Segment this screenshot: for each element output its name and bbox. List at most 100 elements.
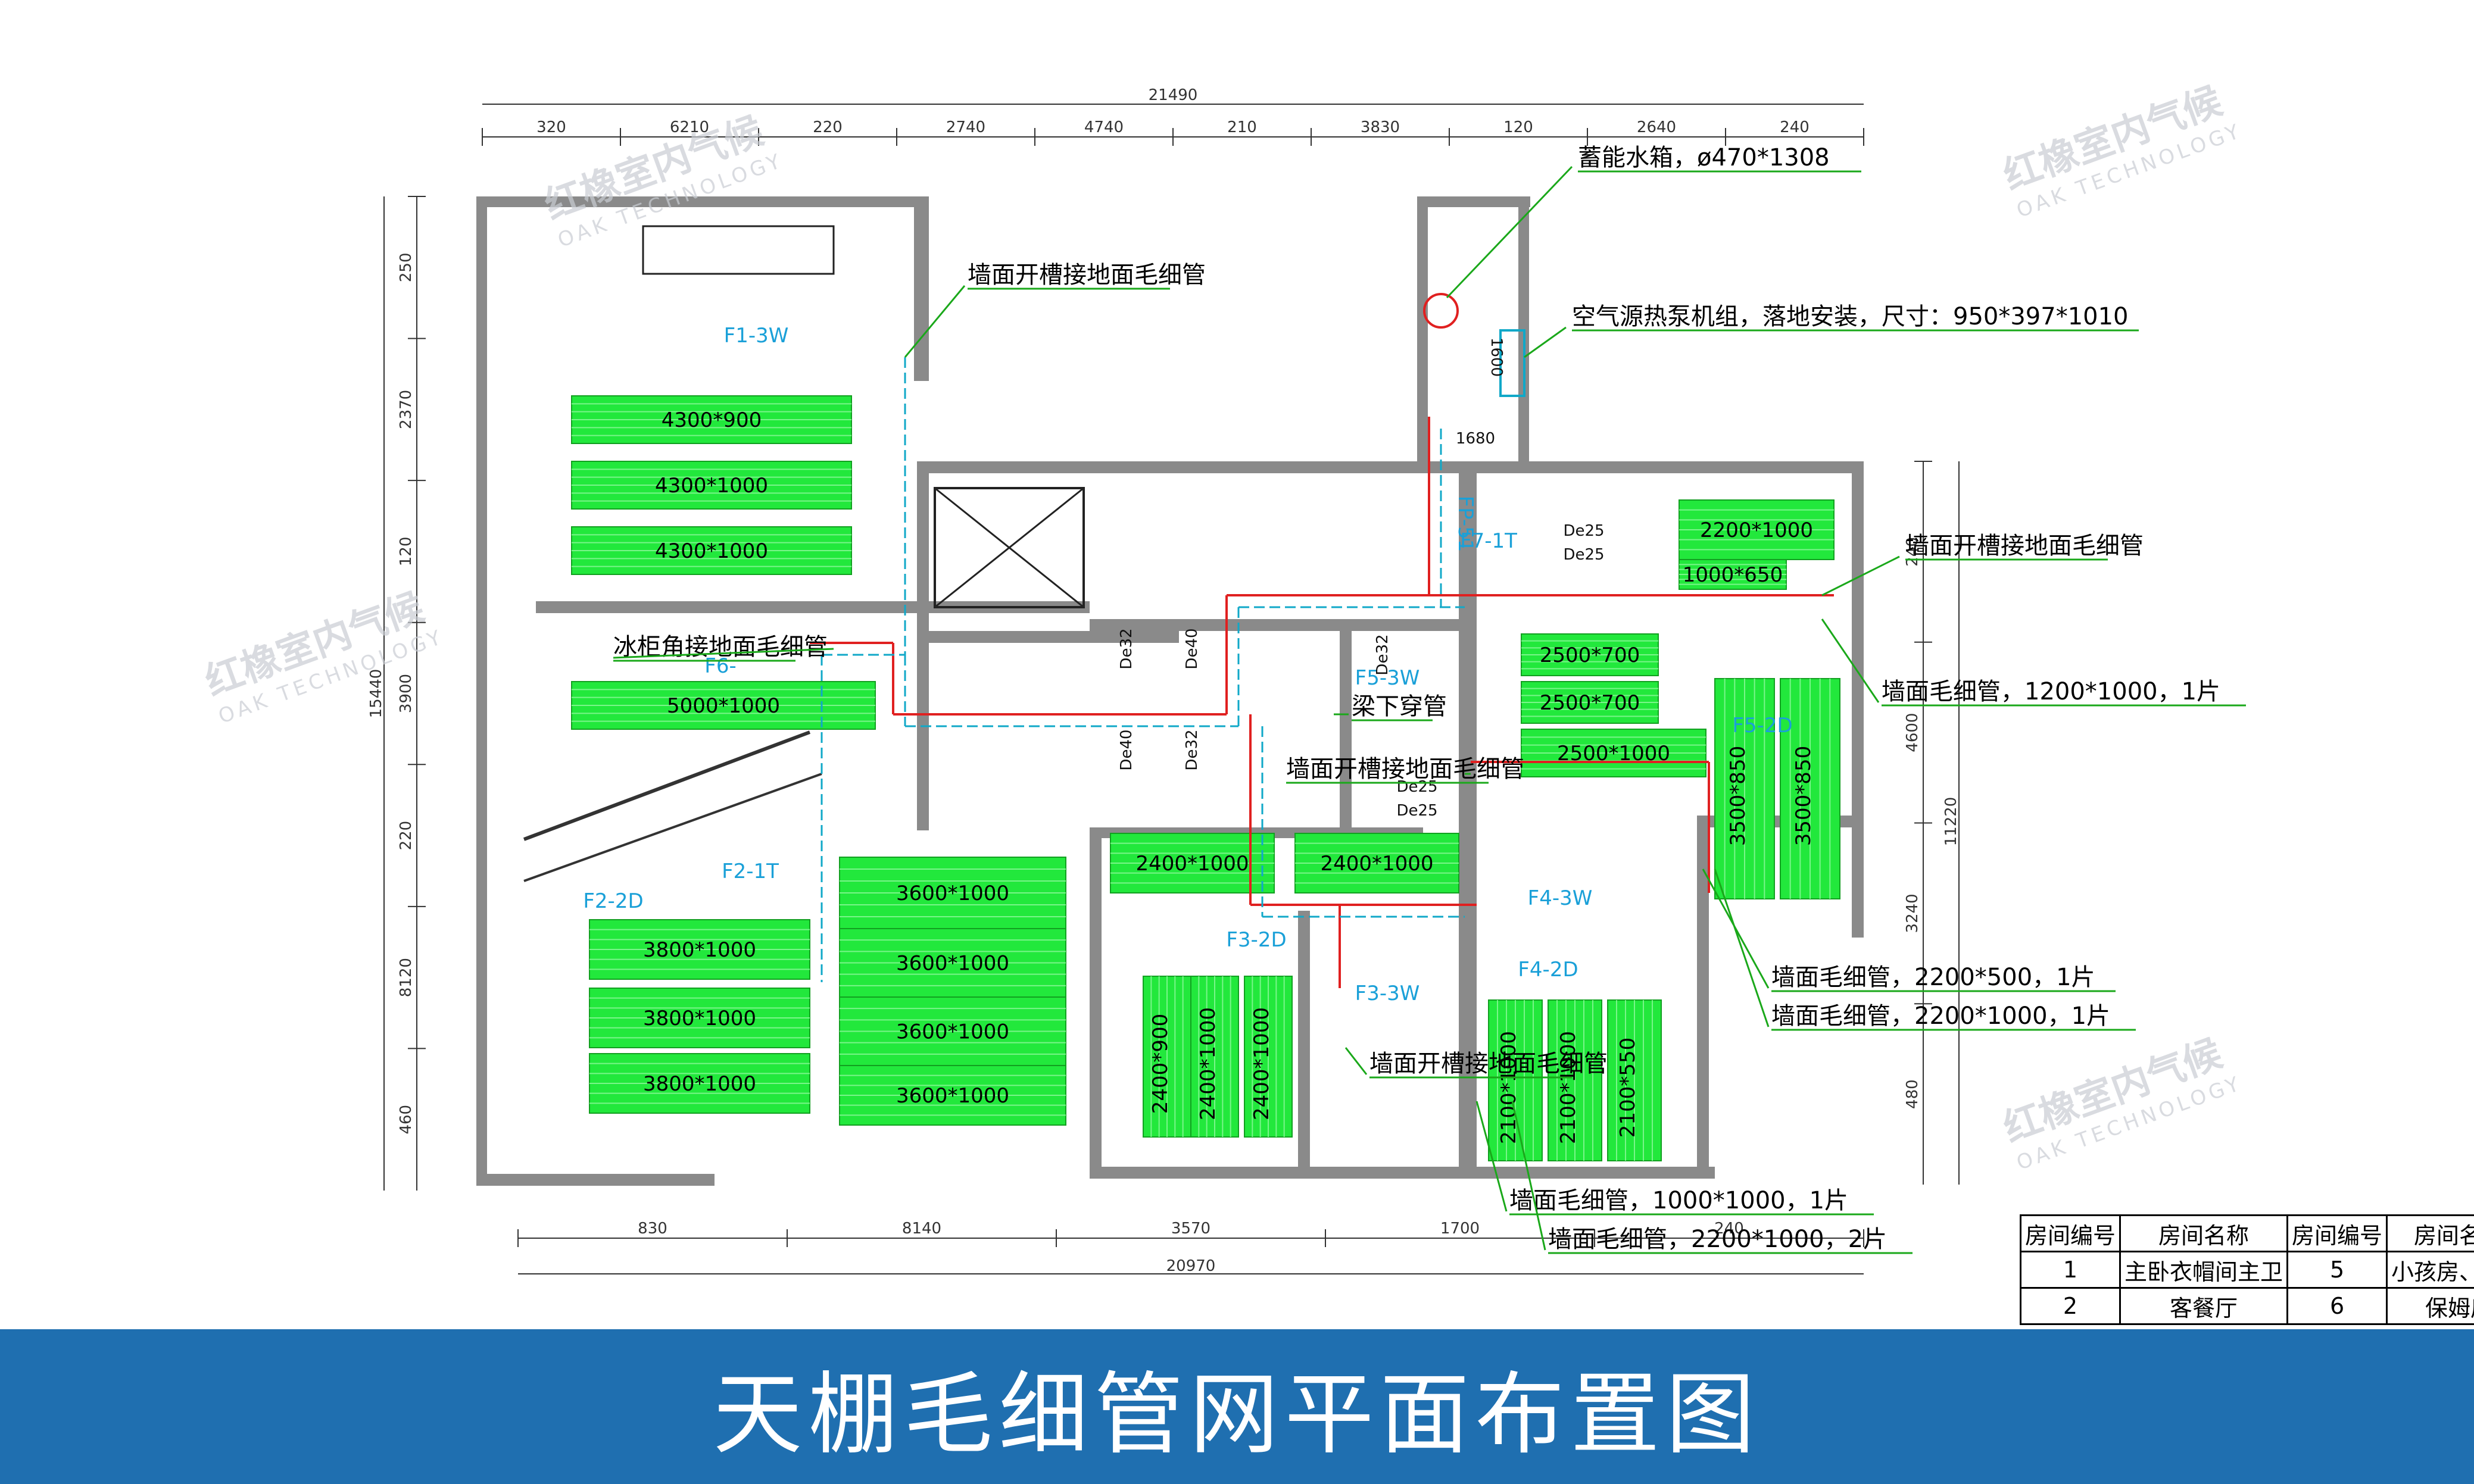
right-total-label: 11220: [1942, 797, 1960, 846]
pipe-size-label: De25: [1396, 802, 1437, 820]
left-dim-label: 3900: [397, 674, 415, 713]
stair-box: [934, 487, 1085, 608]
table-header-cell: 房间编号: [2019, 1214, 2122, 1252]
top-dim-label: 120: [1503, 118, 1533, 136]
top-total-label: 21490: [1149, 86, 1198, 104]
bottom-dim-label: 8140: [902, 1220, 941, 1238]
left-dim-label: 8120: [397, 958, 415, 997]
wall: [1477, 461, 1864, 473]
labels-layer: 4300*9004300*10004300*10005000*10003800*…: [583, 144, 2220, 1253]
table-header-cell: 房间名称: [2386, 1214, 2474, 1252]
pipe-size-label: De32: [1118, 628, 1135, 669]
annotation-leader: [1344, 1047, 1368, 1075]
room-legend-table: 房间编号 房间名称 房间编号 房间名称 1 主卧衣帽间主卫 5 小孩房、公卫 2…: [2019, 1214, 2474, 1325]
right-dim-label: 240: [1904, 537, 1921, 567]
panel-size-label: 2400*1000: [1135, 852, 1249, 876]
wall: [476, 1174, 715, 1186]
zone-label: F5-2D: [1732, 714, 1792, 738]
zone-label: F6-: [704, 654, 736, 678]
bottom-dim-label: 3570: [1171, 1220, 1211, 1238]
top-dim-label: 6210: [670, 118, 709, 136]
zone-label: F3-3W: [1355, 982, 1420, 1005]
pipe-size-label: De25: [1563, 522, 1604, 540]
storage-tank-symbol: [1423, 293, 1459, 329]
left-dim-label: 220: [397, 821, 415, 851]
zone-label: F4-3W: [1528, 886, 1593, 910]
annotation-leaders-layer: [613, 165, 2246, 1254]
panel-size-label: 3800*1000: [643, 938, 756, 962]
panel-size-label: 3800*1000: [643, 1072, 756, 1096]
slanted-wall: [523, 730, 811, 841]
capillary-panels-layer: [571, 395, 1840, 1161]
wall: [1697, 816, 1709, 1173]
zone-label: FP-51: [1453, 496, 1477, 552]
annotation-leader: [1446, 165, 1573, 299]
annotation-leader: [1475, 1101, 1508, 1212]
table-cell: 5: [2286, 1251, 2388, 1289]
annotation-text: 墙面毛细管，2200*1000，2片: [1548, 1226, 1887, 1253]
bottom-dim-label: 830: [638, 1220, 667, 1238]
panel-size-label: 2100*1000: [1556, 1031, 1580, 1144]
table-header-row: 房间编号 房间名称 房间编号 房间名称: [2019, 1214, 2474, 1252]
table-row: 1 主卧衣帽间主卫 5 小孩房、公卫: [2019, 1251, 2474, 1289]
page-title: 天棚毛细管网平面布置图: [713, 1363, 1761, 1467]
wall: [1340, 619, 1352, 833]
table-cell: 保姆房: [2386, 1287, 2474, 1325]
annotation-leader: [1714, 868, 1770, 1027]
panel-size-label: 4300*1000: [655, 539, 768, 563]
table-cell: 客餐厅: [2119, 1287, 2289, 1325]
kitchen-counter: [642, 225, 835, 275]
wall: [917, 461, 929, 830]
wall: [536, 601, 1090, 613]
table-header-cell: 房间编号: [2286, 1214, 2388, 1252]
panel-size-label: 2500*700: [1540, 691, 1640, 715]
annotation-leader: [1524, 326, 1567, 358]
panel-size-label: 4300*900: [662, 408, 762, 432]
wall: [1090, 827, 1102, 1173]
table-cell: 6: [2286, 1287, 2388, 1325]
dim-small-label: 1680: [1456, 430, 1495, 448]
panel-size-label: 3800*1000: [643, 1007, 756, 1030]
stair-cross: [934, 487, 1084, 608]
table-header-cell: 房间名称: [2119, 1214, 2289, 1252]
zone-label: F1-3W: [724, 324, 789, 348]
left-dim-label: 2370: [397, 390, 415, 429]
panel-size-label: 2400*900: [1149, 1014, 1172, 1114]
top-dim-label: 240: [1780, 118, 1810, 136]
panel-size-label: 5000*1000: [667, 694, 780, 718]
wall: [914, 196, 929, 381]
top-dim-label: 2740: [946, 118, 985, 136]
zone-label: F2-1T: [722, 860, 779, 883]
panel-size-label: 1000*650: [1683, 563, 1783, 587]
top-dim-label: 220: [813, 118, 843, 136]
panel-size-label: 2400*1000: [1196, 1007, 1220, 1120]
panel-size-label: 2400*1000: [1250, 1007, 1274, 1120]
pipes-layer: [810, 293, 1834, 988]
annotation-text: 墙面毛细管，1000*1000，1片: [1509, 1187, 1848, 1214]
table-cell: 小孩房、公卫: [2386, 1251, 2474, 1289]
wall: [1459, 461, 1477, 1176]
annotation-leader: [904, 285, 966, 358]
annotation-text: 墙面开槽接地面毛细管: [1286, 755, 1524, 783]
slanted-wall: [523, 773, 822, 882]
table-cell: 主卧衣帽间主卫: [2119, 1251, 2289, 1289]
annotation-text: 墙面毛细管，2200*1000，1片: [1771, 1002, 2110, 1030]
title-banner: 天棚毛细管网平面布置图: [0, 1329, 2474, 1484]
panel-size-label: 2500*700: [1540, 643, 1640, 667]
left-dim-label: 460: [397, 1105, 415, 1135]
left-dim-label: 120: [397, 537, 415, 567]
zone-label: F7-1T: [1460, 529, 1517, 553]
panel-size-label: 2200*1000: [1700, 518, 1813, 542]
panel-size-label: 3600*1000: [896, 1020, 1009, 1044]
zone-label: F4-2D: [1518, 958, 1578, 982]
left-dim-label: 250: [397, 252, 415, 282]
top-dim-label: 320: [536, 118, 566, 136]
bottom-total-label: 20970: [1166, 1257, 1216, 1275]
pipe-size-label: De40: [1118, 729, 1135, 770]
pipe-size-label: De25: [1396, 778, 1437, 796]
annotation-text: 空气源热泵机组，落地安装，尺寸：950*397*1010: [1572, 303, 2129, 330]
top-dim-label: 210: [1227, 118, 1257, 136]
heat-pump-unit: [1499, 329, 1525, 397]
